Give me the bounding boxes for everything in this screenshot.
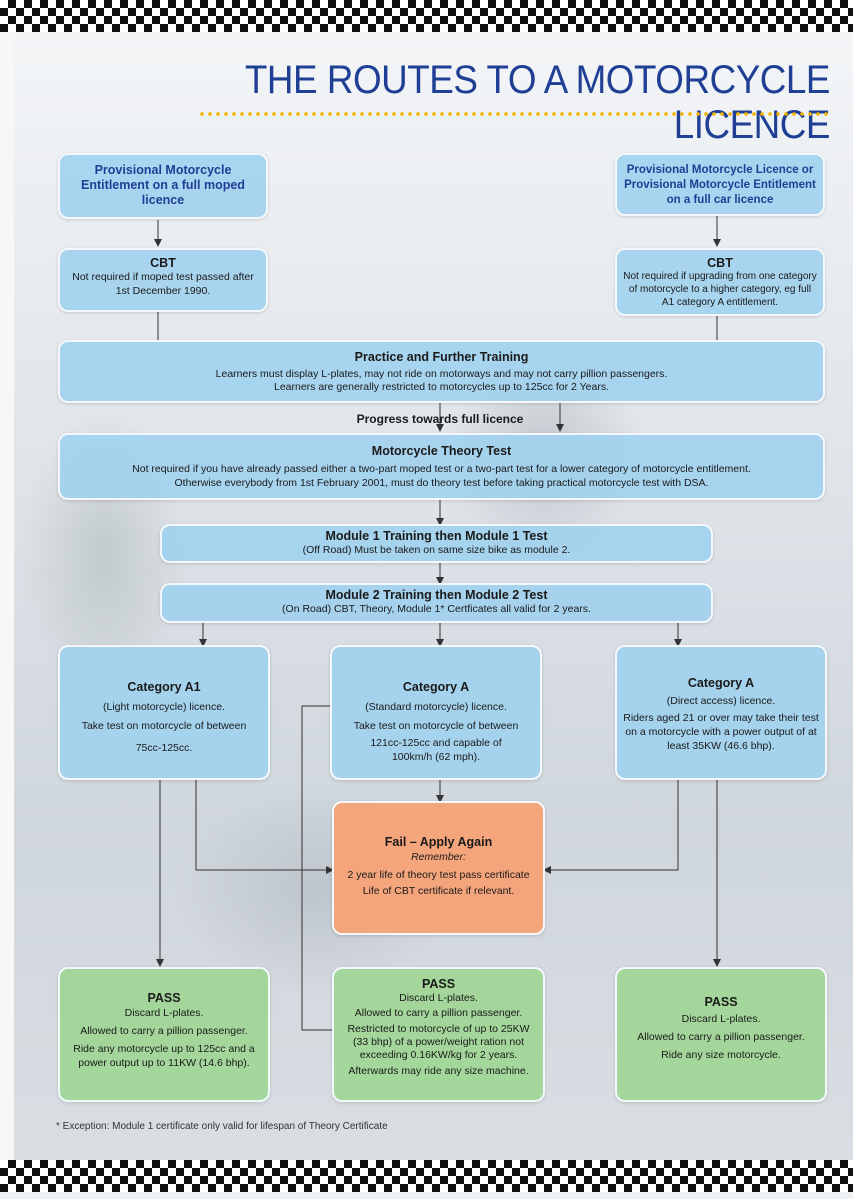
module2-text: (On Road) CBT, Theory, Module 1* Certfic… [282,603,591,615]
pass-a1-line2: Allowed to carry a pillion passenger. [80,1025,248,1037]
progress-label: Progress towards full licence [356,412,524,426]
provisional-car-text: Provisional Motorcycle Licence or Provis… [624,164,816,206]
cbt-left-heading: CBT [150,256,176,270]
practice-heading: Practice and Further Training [354,350,529,364]
pass-a-direct-line3: Ride any size motorcycle. [661,1049,781,1061]
category-a1-line2: Take test on motorcycle of between [81,720,247,732]
box-pass-a-standard: PASS Discard L-plates. Allowed to carry … [332,967,545,1102]
box-fail-apply-again: Fail – Apply Again Remember: 2 year life… [332,801,545,935]
box-cbt-right: CBT Not required if upgrading from one c… [615,248,825,316]
box-practice-training: Practice and Further Training Learners m… [58,340,825,403]
box-provisional-moped: Provisional Motorcycle Entitlement on a … [58,153,268,219]
box-pass-a-direct: PASS Discard L-plates. Allowed to carry … [615,967,827,1102]
theory-line1: Not required if you have already passed … [132,463,751,475]
fail-line2: Life of CBT certificate if relevant. [362,885,515,897]
module2-heading: Module 2 Training then Module 2 Test [325,588,548,602]
category-a-standard-heading: Category A [402,680,470,694]
box-pass-a1: PASS Discard L-plates. Allowed to carry … [58,967,270,1102]
arrow-cat-a1-to-fail [195,780,334,874]
practice-line2: Learners are generally restricted to mot… [273,381,609,393]
category-a-direct-line2: Riders aged 21 or over may take their te… [623,712,819,752]
pass-a-standard-line1: Discard L-plates. [399,992,478,1004]
cbt-left-text: Not required if moped test passed after … [72,271,254,297]
category-a-standard-line2: Take test on motorcycle of between [353,720,519,732]
box-cbt-left: CBT Not required if moped test passed af… [58,248,268,312]
box-module1: Module 1 Training then Module 1 Test (Of… [160,524,713,563]
category-a1-line3: 75cc-125cc. [135,742,193,754]
fail-line1: 2 year life of theory test pass certific… [347,869,530,881]
module1-text: (Off Road) Must be taken on same size bi… [302,544,571,556]
box-provisional-car: Provisional Motorcycle Licence or Provis… [615,153,825,216]
arrow-cat-a-direct-to-fail [543,780,679,874]
provisional-moped-text: Provisional Motorcycle Entitlement on a … [81,163,245,207]
box-module2: Module 2 Training then Module 2 Test (On… [160,583,713,623]
theory-line2: Otherwise everybody from 1st February 20… [174,477,709,489]
box-category-a1: Category A1 (Light motorcycle) licence. … [58,645,270,780]
pass-a1-line1: Discard L-plates. [124,1007,204,1019]
pass-a-direct-heading: PASS [704,995,738,1009]
checkered-border-bottom [0,1160,853,1192]
line-cat-a-std-to-pass [301,705,332,1031]
title-dotted-rule [198,111,828,117]
footnote: * Exception: Module 1 certificate only v… [56,1121,388,1132]
box-category-a-direct: Category A (Direct access) licence. Ride… [615,645,827,780]
pass-a-standard-line2: Allowed to carry a pillion passenger. [354,1007,523,1019]
pass-a1-line3: Ride any motorcycle up to 125cc and a po… [73,1043,255,1069]
category-a-standard-line1: (Standard motorcycle) licence. [365,701,507,713]
fail-heading: Fail – Apply Again [384,835,493,849]
page-title: THE ROUTES TO A MOTORCYCLE LICENCE [244,58,831,147]
pass-a-standard-line4: Afterwards may ride any size machine. [348,1065,529,1077]
module1-heading: Module 1 Training then Module 1 Test [325,529,548,543]
pass-a-standard-line3: Restricted to motorcycle of up to 25KW (… [347,1023,530,1061]
cbt-right-text: Not required if upgrading from one categ… [623,271,817,308]
pass-a-standard-heading: PASS [421,977,456,991]
category-a-direct-heading: Category A [687,676,755,690]
category-a1-heading: Category A1 [127,680,201,694]
category-a-direct-line1: (Direct access) licence. [666,695,776,707]
pass-a-direct-line1: Discard L-plates. [681,1013,761,1025]
cbt-right-heading: CBT [707,256,733,270]
box-category-a-standard: Category A (Standard motorcycle) licence… [330,645,542,780]
category-a1-line1: (Light motorcycle) licence. [103,701,225,713]
fail-remember: Remember: [411,851,466,863]
pass-a-direct-line2: Allowed to carry a pillion passenger. [637,1031,805,1043]
box-theory-test: Motorcycle Theory Test Not required if y… [58,433,825,500]
pass-a1-heading: PASS [147,991,181,1005]
category-a-standard-line3: 121cc-125cc and capable of 100km/h (62 m… [370,737,502,763]
checkered-border-top [0,0,853,32]
theory-heading: Motorcycle Theory Test [371,444,512,458]
practice-line1: Learners must display L-plates, may not … [215,368,668,380]
